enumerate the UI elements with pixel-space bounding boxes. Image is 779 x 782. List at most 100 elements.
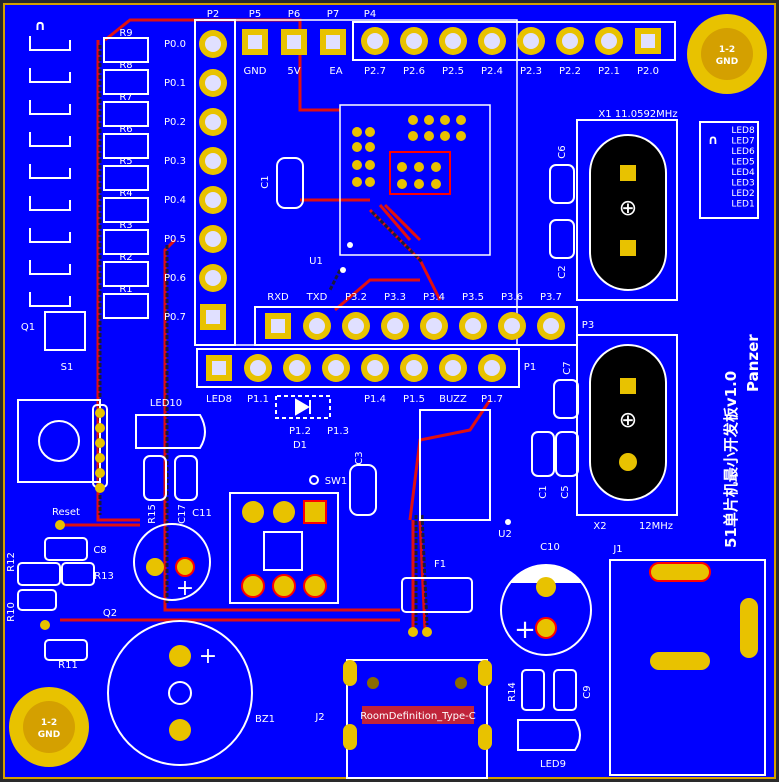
label-c7: C7 (562, 361, 573, 374)
p1-pin-P1.3-drill (328, 360, 344, 376)
resistor-R9 (103, 37, 149, 63)
reset-pad (55, 520, 65, 530)
p1-pin-P1.1-drill (250, 360, 266, 376)
led-list-arrow-icon: ∩ (708, 133, 719, 148)
label-p4-P2.1: P2.1 (598, 66, 620, 77)
label-f1: F1 (434, 559, 446, 570)
p4-pin-P2.1-drill (601, 33, 617, 49)
p3-pin-P3.2-drill (348, 318, 364, 334)
label-q2: Q2 (103, 608, 117, 619)
isp-pads (352, 115, 466, 189)
p2-pin-P0.5-drill (205, 231, 221, 247)
label-p2-P0.6: P0.6 (164, 273, 186, 284)
label-p3-P3.7: P3.7 (540, 292, 562, 303)
p1-pin-P1.2-drill (289, 360, 305, 376)
label-j2: J2 (314, 712, 324, 723)
p4-header-outline (352, 21, 676, 61)
resistor-R6 (103, 133, 149, 159)
label-led10: LED10 (150, 398, 182, 409)
label-p4-P2.2: P2.2 (559, 66, 581, 77)
board-title: 51单片机最小开发板v1.0 (722, 371, 740, 548)
label-c1: C1 (260, 175, 271, 188)
p2-pin-P0.3-drill (205, 153, 221, 169)
p1-pin-P1.5-drill (406, 360, 422, 376)
led-bar-0 (29, 36, 71, 51)
label-c17: C17 (177, 504, 188, 524)
reset-cluster (17, 537, 95, 661)
power-pad-P6-drill (287, 35, 301, 49)
top-traces (60, 18, 492, 631)
isp-pad-c4 (414, 179, 424, 189)
isp-highlight (389, 151, 451, 195)
resistor-R3 (103, 229, 149, 255)
led10-footprint (135, 414, 206, 501)
led-bar-8 (29, 292, 71, 307)
mcu-socket-outline (194, 19, 518, 346)
p3-pin-P3.5-drill (465, 318, 481, 334)
crystal-caps (531, 164, 579, 477)
label-p3-P3.2: P3.2 (345, 292, 367, 303)
sw1-pad (309, 475, 319, 485)
isp-pad-c1 (414, 162, 424, 172)
c1-cap-outline (276, 157, 304, 209)
label-5v: 5V (287, 66, 300, 77)
resistor-R1 (103, 293, 149, 319)
label-crystal2: X2 (593, 521, 606, 532)
led-bar-7 (29, 260, 71, 275)
fuse-f1 (401, 577, 473, 613)
label-p12: P1.2 (289, 426, 311, 437)
isp-pad-c2 (431, 162, 441, 172)
isp-pad-b2 (440, 115, 450, 125)
label-j1: J1 (612, 544, 622, 555)
label-p5-ref: P5 (249, 9, 261, 20)
label-p3: P3 (582, 320, 594, 331)
label-p2-P0.4: P0.4 (164, 195, 186, 206)
led-list-LED7: LED7 (731, 137, 754, 147)
label-c2: C2 (557, 265, 568, 278)
bottom-traces (98, 45, 429, 626)
label-p2-P0.1: P0.1 (164, 78, 186, 89)
p2-pin-P0.7-drill (206, 310, 220, 324)
p1-pin-LED8-drill (212, 361, 226, 375)
svg-text:+: + (199, 644, 217, 669)
isp-pad-a4 (365, 160, 375, 170)
led-list-LED4: LED4 (731, 168, 755, 178)
label-c5: C5 (560, 485, 571, 498)
svg-text:+: + (176, 576, 194, 601)
isp-pad-a7 (352, 177, 362, 187)
c10-electrolytic: + (500, 564, 592, 656)
label-p2-ref: P2 (207, 9, 219, 20)
svg-text:⊕: ⊕ (619, 408, 637, 433)
isp-pad-a2 (365, 142, 375, 152)
label-p2-P0.5: P0.5 (164, 234, 186, 245)
label-c11: C11 (192, 508, 212, 519)
u2-outline (419, 409, 491, 521)
power-led-cluster (517, 669, 581, 751)
p1-pin-P1.4-drill (367, 360, 383, 376)
label-p4-P2.7: P2.7 (364, 66, 386, 77)
power-pad-P5-drill (248, 35, 262, 49)
label-p2-P0.0: P0.0 (164, 39, 186, 50)
label-p1-BUZZ: BUZZ (439, 394, 467, 405)
isp-pad-a5 (352, 160, 362, 170)
isp-pad-a6 (365, 177, 375, 187)
c3-outline (349, 464, 377, 516)
label-p4-P2.3: P2.3 (520, 66, 542, 77)
crystal-x1: ⊕ (576, 119, 678, 301)
led-bar-3 (29, 132, 71, 147)
isp-pad-a0 (365, 127, 375, 137)
usb-connector-j2 (343, 659, 492, 779)
label-c3: C3 (354, 451, 365, 464)
label-c6: C6 (557, 145, 568, 158)
svg-text:⊕: ⊕ (619, 196, 637, 221)
label-p3-P3.5: P3.5 (462, 292, 484, 303)
label-bz1: BZ1 (255, 714, 275, 725)
label-p6-ref: P6 (288, 9, 300, 20)
label-R1: R1 (119, 284, 132, 295)
p3-pin-P3.7-drill (543, 318, 559, 334)
label-p2-P0.7: P0.7 (164, 312, 186, 323)
